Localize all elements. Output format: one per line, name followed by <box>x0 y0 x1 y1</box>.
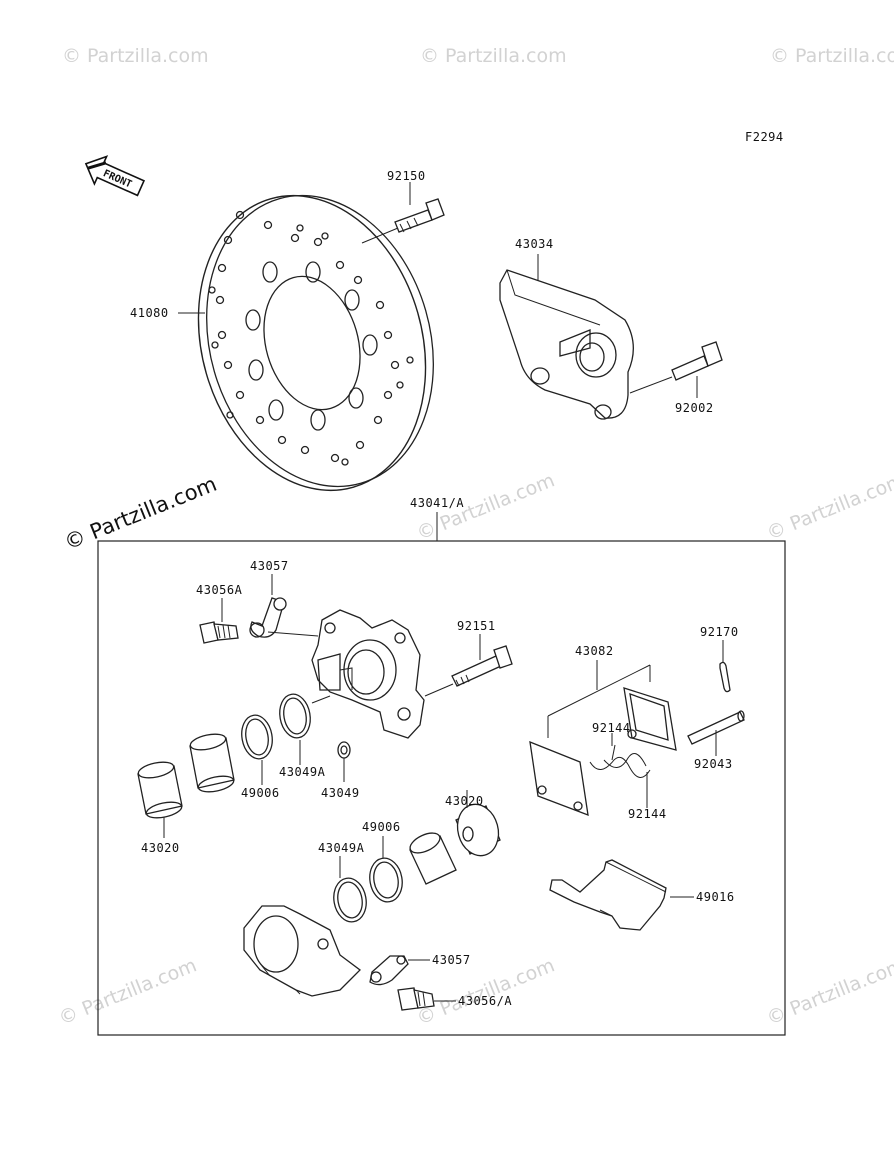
caliper-bracket <box>499 269 634 420</box>
label-43057-top: 43057 <box>250 559 289 573</box>
label-43049: 43049 <box>321 786 360 800</box>
label-43056A-top: 43056A <box>196 583 243 597</box>
label-43041: 43041/A <box>410 496 464 510</box>
bleeder-cap-top <box>249 597 287 638</box>
retaining-clip <box>719 661 731 693</box>
piston-lower-inner <box>409 832 457 885</box>
piston-upper-inner <box>189 733 235 793</box>
brake-pad-set <box>529 664 677 817</box>
watermark: © Partzilla.com <box>420 45 567 67</box>
label-49016: 49016 <box>696 890 735 904</box>
watermark-layer: © Partzilla.com © Partzilla.com © Partzi… <box>56 45 894 1030</box>
label-92002: 92002 <box>675 401 714 415</box>
watermark: © Partzilla.com <box>764 469 894 544</box>
label-41080: 41080 <box>130 306 169 320</box>
piston-upper-outer <box>137 761 183 819</box>
label-43049A-top: 43049A <box>279 765 326 779</box>
label-49006-bot: 49006 <box>362 820 401 834</box>
figure-code: F2294 <box>745 130 784 144</box>
watermark: © Partzilla.com <box>56 954 200 1029</box>
label-43034: 43034 <box>515 237 554 251</box>
bolt-92150 <box>394 198 445 233</box>
watermark: © Partzilla.com <box>62 45 209 67</box>
label-43049A-bot: 43049A <box>318 841 365 855</box>
watermark: © Partzilla.com <box>770 45 894 67</box>
label-92144-a: 92144 <box>592 721 631 735</box>
bleeder-valve-top <box>199 621 239 644</box>
caliper-body-upper <box>311 609 425 739</box>
label-43056A-bot: 43056/A <box>458 994 512 1008</box>
label-43020-right: 43020 <box>445 794 484 808</box>
bolt-92151 <box>451 645 513 687</box>
watermark: © Partzilla.com <box>764 954 894 1029</box>
watermark-large: © Partzilla.com <box>61 472 220 555</box>
pad-pin <box>687 710 745 745</box>
piston-lower-outer <box>455 803 501 857</box>
label-92150: 92150 <box>387 169 426 183</box>
bolt-92002 <box>671 341 723 381</box>
label-43020-left: 43020 <box>141 841 180 855</box>
bleeder-valve-bottom <box>397 987 435 1011</box>
label-49006-top: 49006 <box>241 786 280 800</box>
washer-43049 <box>337 741 351 759</box>
label-43082: 43082 <box>575 644 614 658</box>
label-92170: 92170 <box>700 625 739 639</box>
pad-springs <box>589 744 651 778</box>
pad-holder <box>549 859 667 931</box>
label-43057-bot: 43057 <box>432 953 471 967</box>
caliper-assembly-box <box>97 540 786 1036</box>
caliper-body-lower <box>243 905 361 997</box>
label-92144-b: 92144 <box>628 807 667 821</box>
label-92043: 92043 <box>694 757 733 771</box>
brake-disc <box>197 194 434 492</box>
bleeder-cap-bottom <box>369 955 409 986</box>
label-92151: 92151 <box>457 619 496 633</box>
front-arrow-icon: FRONT <box>84 155 146 197</box>
